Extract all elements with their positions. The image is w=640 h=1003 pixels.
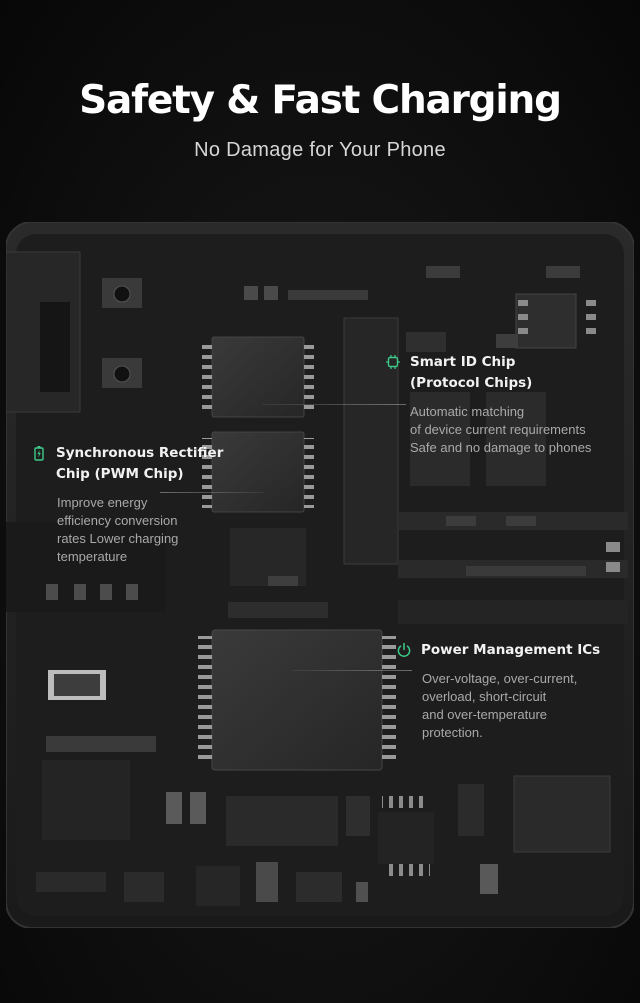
callout-title: Synchronous Rectifier Chip (PWM Chip) [56,443,223,485]
battery-charging-icon [34,446,44,461]
desc-line: rates Lower charging [57,531,179,546]
desc-line: Safe and no damage to phones [410,440,592,455]
circuit-board-svg [6,222,634,928]
desc-line: Improve energy [57,495,148,510]
callout-description: Over-voltage, over-current, overload, sh… [422,670,631,742]
title-line: Synchronous Rectifier [56,445,224,461]
page-title: Safety & Fast Charging [79,78,562,123]
desc-line: Over-voltage, over-current, [422,671,578,686]
page-subtitle: No Damage for Your Phone [194,139,446,161]
title-line: (Protocol Chips) [410,375,533,391]
sync-rectifier-leader-line [160,492,264,493]
callout-title: Power Management ICs [421,640,600,661]
desc-line: and over-temperature [422,707,548,722]
callout-description: Improve energy efficiency conversion rat… [57,494,231,566]
smart-id-leader-line [262,404,406,405]
power-ic-leader-line [292,670,412,671]
power-icon [397,642,411,657]
title-line: Power Management ICs [421,642,601,658]
callout-power-management: Power Management ICs Over-voltage, over-… [396,640,631,742]
callout-smart-id-chip: Smart ID Chip (Protocol Chips) Automatic… [385,352,625,457]
board-surface [16,234,624,916]
power-ic-chip [211,629,383,771]
desc-line: Automatic matching [410,404,525,419]
desc-line: protection. [422,725,483,740]
callout-title: Smart ID Chip (Protocol Chips) [410,352,532,394]
title-line: Chip (PWM Chip) [56,466,184,482]
desc-line: of device current requirements [410,422,586,437]
desc-line: temperature [57,549,128,564]
chip-icon [386,355,400,369]
chip-upper [211,336,305,418]
desc-line: efficiency conversion [57,513,178,528]
callout-synchronous-rectifier: Synchronous Rectifier Chip (PWM Chip) Im… [31,443,231,566]
circuit-board-illustration [6,222,634,928]
desc-line: overload, short-circuit [422,689,547,704]
title-line: Smart ID Chip [410,354,516,370]
callout-description: Automatic matching of device current req… [410,403,625,457]
